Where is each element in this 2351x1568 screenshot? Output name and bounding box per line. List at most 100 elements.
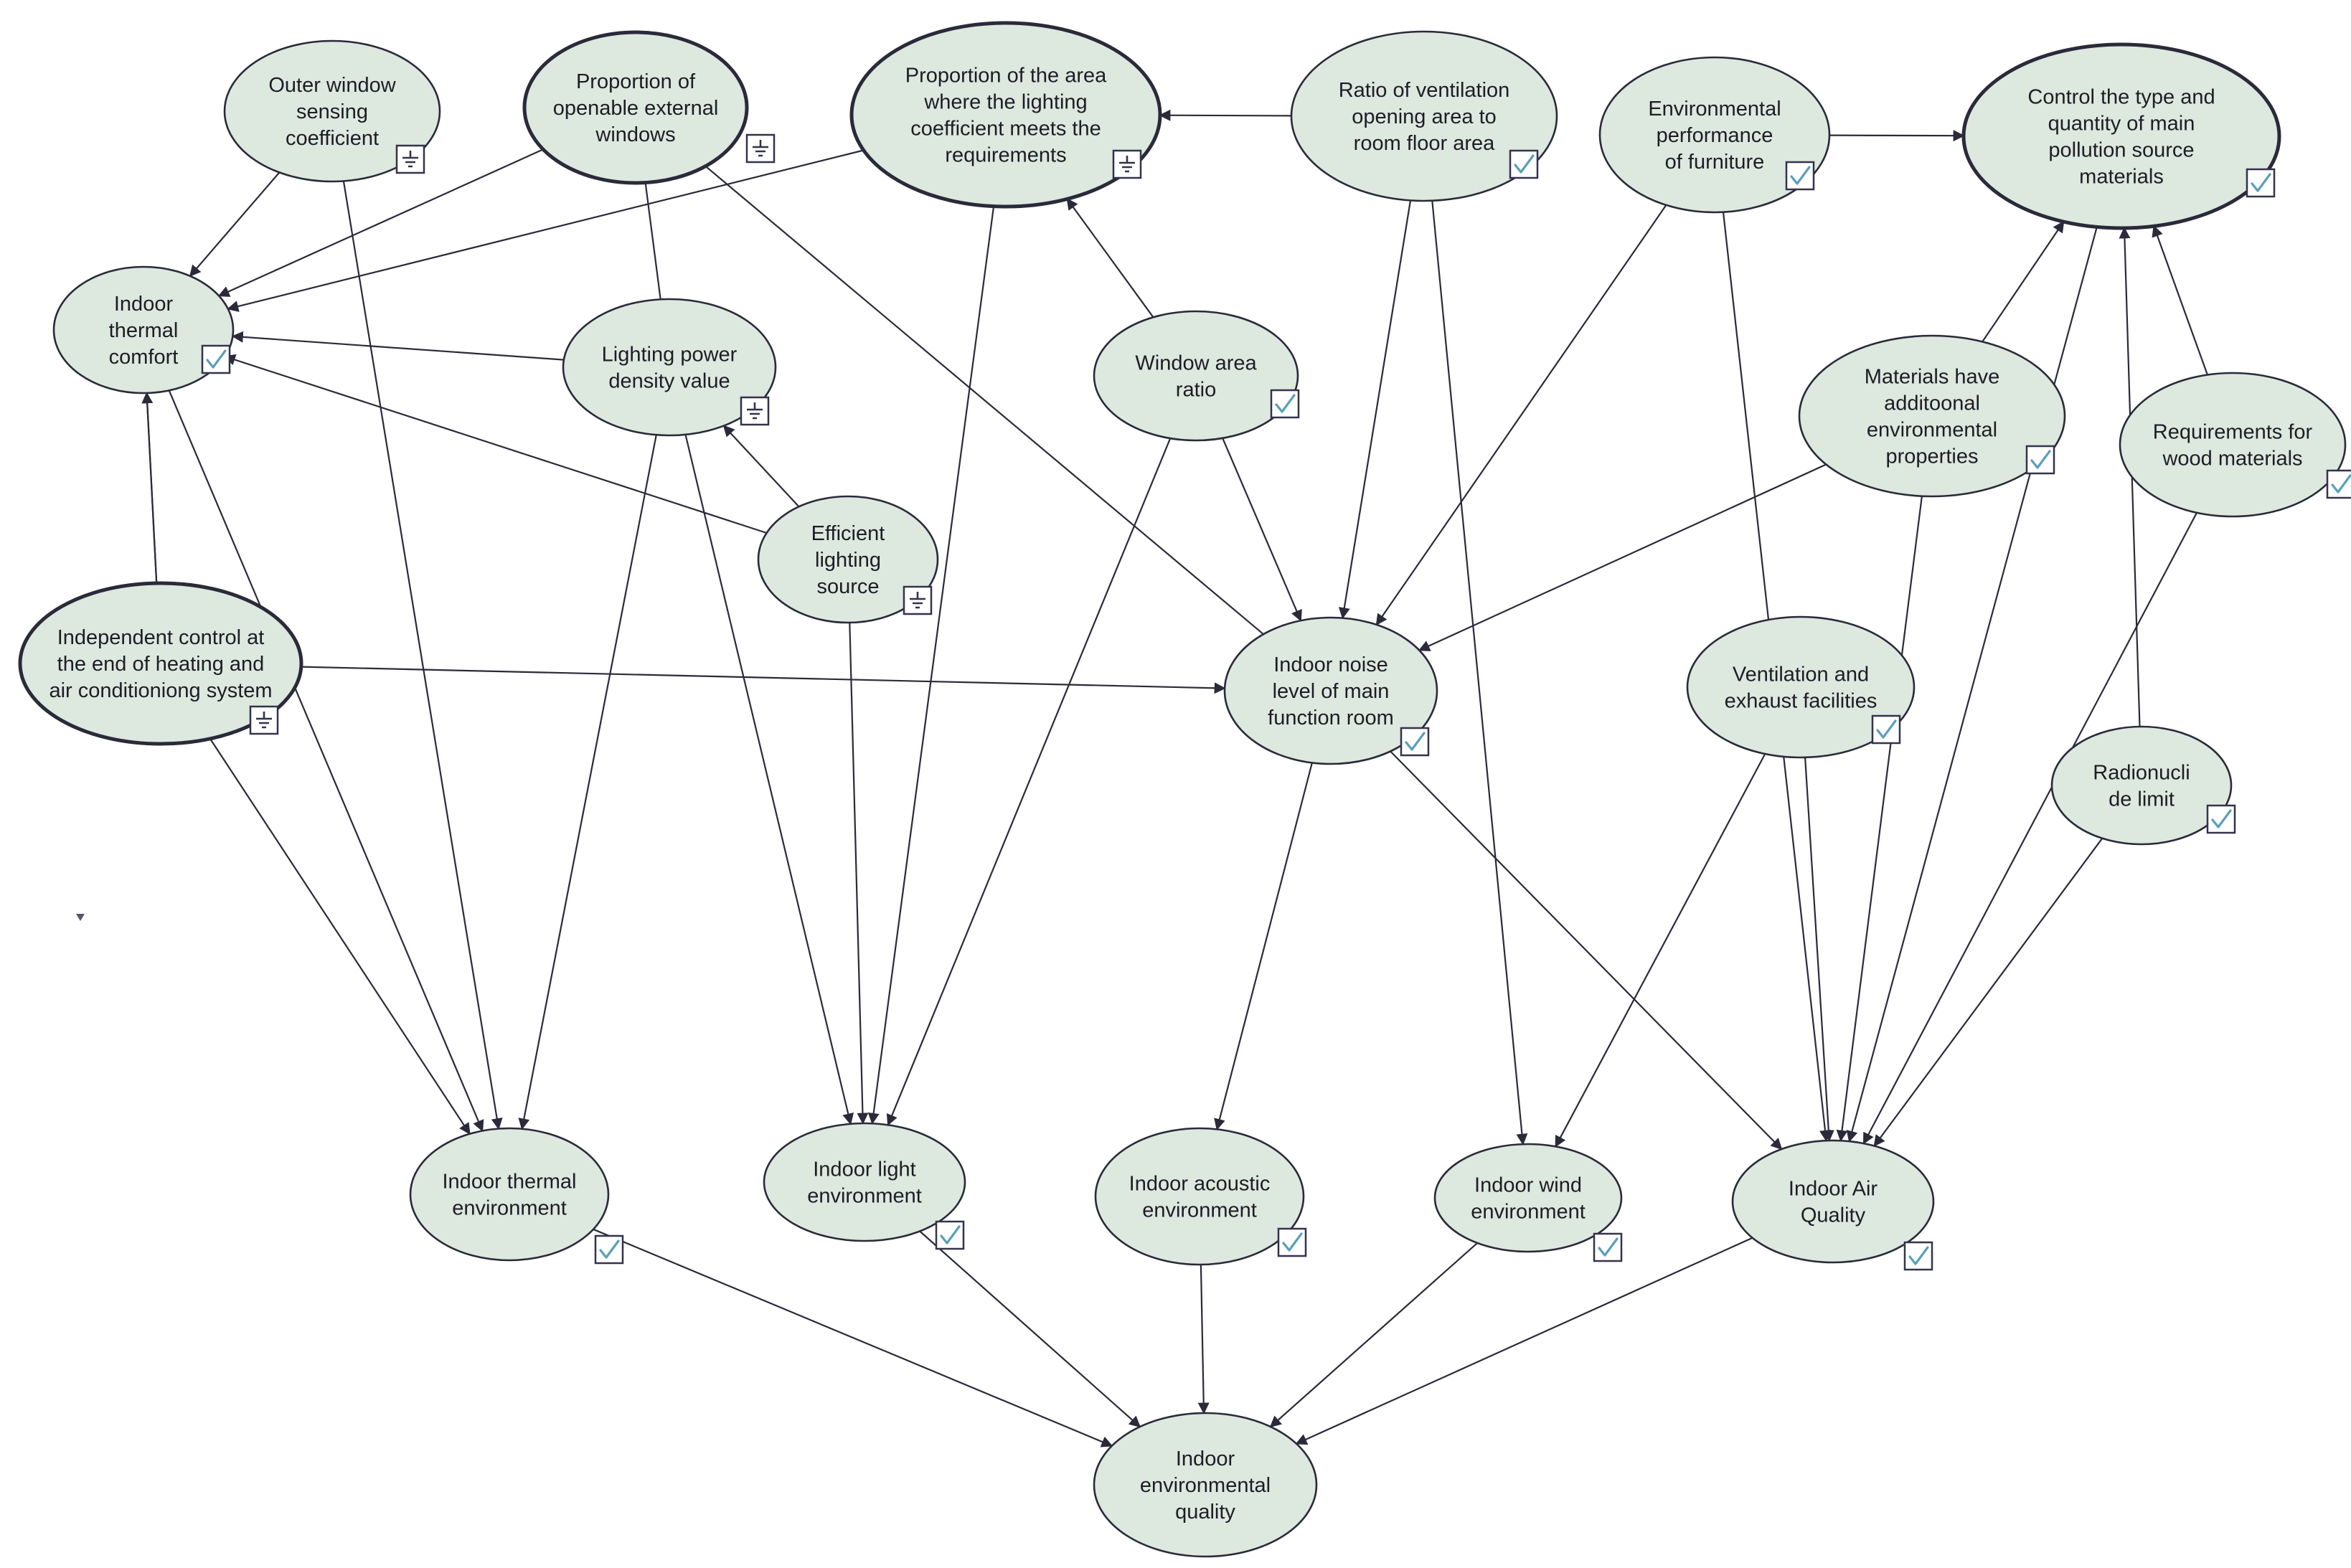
node-label-line: wood materials [2162,448,2302,471]
edge-arrow-outer-window-to-thermal-env [342,181,503,1130]
edge-line-openable-windows-to-lighting-power [644,182,661,300]
node-ellipse [1093,310,1299,442]
small-caret-icon [76,914,85,921]
ground-symbol-icon [395,144,425,174]
edge-arrow-window-area-to-light-env [886,438,1172,1126]
checkbox-check-icon [1871,714,1901,745]
checkbox-check-icon [1785,161,1815,191]
edge-arrow-window-area-to-noise-level [1222,438,1302,622]
checkbox-check-icon [1400,727,1430,757]
node-label-line: Indoor wind [1474,1174,1582,1197]
node-label-line: Lighting power [602,344,738,367]
node-ellipse [1433,1143,1623,1253]
node-label-line: requirements [945,144,1066,167]
node-materials-env[interactable]: Materials haveadditoonalenvironmentalpro… [1798,334,2066,498]
ground-symbol-icon [903,585,933,615]
edge-arrow-materials-env-to-air-quality [1836,496,1923,1142]
node-ellipse [52,265,235,395]
node-label-line: Indoor thermal [443,1171,577,1194]
edge-arrow-independent-control-to-thermal-env [209,738,471,1135]
edge-arrow-lighting-coefficient-to-light-env [867,206,995,1125]
edge-arrow-lighting-power-to-thermal-env [518,435,657,1130]
edge-arrow-efficient-lighting-to-light-env [849,622,869,1125]
node-label-line: level of main [1273,680,1390,703]
edge-arrow-efficient-lighting-to-lighting-power [722,425,800,508]
edge-arrow-efficient-lighting-to-thermal-comfort [223,354,767,534]
node-label-line: environment [1142,1199,1257,1222]
ground-symbol-icon [740,396,770,426]
node-label-line: opening area to [1352,105,1497,128]
node-label-line: Efficient [811,522,885,545]
checkbox-check-icon [2206,804,2236,834]
node-label-line: Materials have [1865,366,2000,389]
edge-line-openable-windows-to-noise-level [705,165,1264,636]
edge-arrow-independent-control-to-noise-level [301,666,1226,694]
node-ellipse [223,39,441,183]
node-label-line: Indoor noise [1273,653,1388,676]
edge-arrow-wind-env-to-env-quality [1269,1242,1478,1428]
checkbox-check-icon [935,1220,965,1250]
node-ellipse [757,495,939,624]
edge-arrow-materials-env-to-noise-level [1418,463,1827,651]
node-ellipse [849,21,1162,209]
node-label-line: thermal [109,319,179,342]
edge-arrow-outer-window-to-thermal-comfort [189,171,281,278]
node-ellipse [1094,1127,1305,1266]
node-label-line: properties [1886,445,1979,468]
checkbox-check-icon [1270,389,1300,419]
ground-symbol-icon [1112,149,1142,179]
node-ellipse [2050,725,2233,846]
node-ellipse [562,298,777,437]
edge-arrow-light-env-to-env-quality [919,1230,1141,1428]
node-label-line: environmental [1867,419,1997,442]
node-ellipse [409,1127,610,1262]
edges-layer [141,109,2208,1447]
node-label-line: environment [1471,1201,1586,1224]
checkbox-check-icon [1277,1227,1307,1257]
node-label-line: openable external [553,97,719,120]
edge-arrow-noise-level-to-air-quality [1390,750,1783,1151]
node-label-line: Ventilation and [1733,663,1869,686]
node-label-line: materials [2079,166,2164,189]
node-pollution-source[interactable]: Control the type and quantity of main poll… [1961,42,2281,230]
node-label-line: the end of heating and [57,653,265,676]
node-label-line: Control the type and [2027,86,2215,109]
node-label-line: of furniture [1665,151,1765,174]
node-label-line: quantity of main [2048,113,2195,136]
node-label-line: Indoor light [813,1158,916,1181]
edge-arrow-lighting-power-to-thermal-comfort [231,331,564,361]
node-label-line: lighting [815,549,881,572]
edge-arrow-thermal-env-to-env-quality [593,1228,1113,1447]
checkbox-check-icon [594,1234,624,1265]
node-label-line: Outer window [268,74,396,97]
node-label-line: coefficient meets the [910,118,1101,141]
node-independent-control[interactable]: Independent control at the end of heating… [18,581,303,746]
node-wind-env[interactable]: Indoor wind environment [1433,1143,1623,1262]
node-label-line: pollution source [2048,139,2194,162]
node-label-line: where the lighting [923,91,1087,114]
node-label-line: Window area [1135,352,1257,375]
node-label-line: air conditioniong system [49,679,272,702]
node-ellipse [1093,1412,1318,1558]
edge-arrow-radionuclide-to-air-quality [1873,838,2103,1147]
node-label-line: Independent control at [57,626,265,649]
